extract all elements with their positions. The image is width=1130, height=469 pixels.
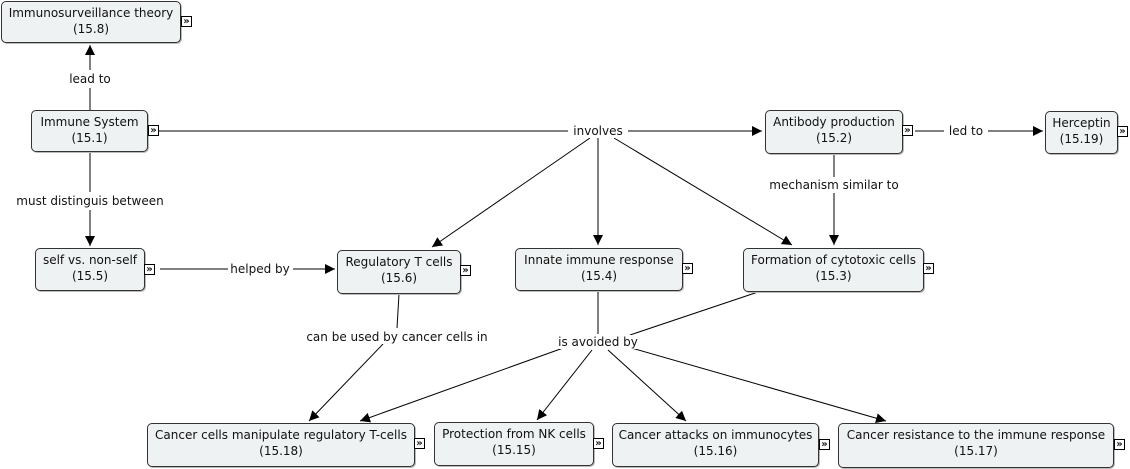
link-label-can-be-used: can be used by cancer cells in: [304, 330, 490, 344]
expand-icon[interactable]: »: [682, 263, 693, 274]
concept-title: Protection from NK cells: [442, 427, 586, 441]
link-label-led-to: led to: [946, 124, 986, 138]
concept-number: (15.3): [815, 269, 852, 283]
link-label-is-avoided-by: is avoided by: [556, 335, 640, 349]
edge-cytotoxic-to-avoided: [629, 291, 759, 336]
expand-icon[interactable]: »: [148, 125, 159, 136]
edge-avoided-to-manipulate: [359, 346, 567, 423]
expand-icon[interactable]: »: [414, 438, 425, 449]
concept-number: (15.19): [1059, 132, 1104, 146]
concept-cancer-cells-manipulate[interactable]: Cancer cells manipulate regulatory T-cel…: [147, 423, 415, 467]
concept-protection-from-nk-cells[interactable]: Protection from NK cells (15.15): [434, 422, 594, 466]
concept-innate-immune-response[interactable]: Innate immune response (15.4): [515, 248, 683, 291]
concept-formation-of-cytotoxic-cells[interactable]: Formation of cytotoxic cells (15.3): [743, 248, 924, 292]
link-label-involves: involves: [571, 124, 625, 138]
expand-icon[interactable]: »: [819, 439, 830, 450]
concept-herceptin[interactable]: Herceptin (15.19): [1045, 111, 1118, 154]
concept-title: Cancer attacks on immunocytes: [618, 428, 813, 442]
concept-number: (15.17): [954, 444, 998, 458]
concept-immune-system[interactable]: Immune System (15.1): [31, 110, 148, 152]
edge-regulatory-to-canbeused: [396, 293, 400, 329]
concept-number: (15.5): [71, 269, 109, 283]
concept-number: (15.2): [815, 131, 853, 145]
concept-antibody-production[interactable]: Antibody production (15.2): [765, 110, 903, 154]
concept-number: (15.8): [72, 22, 110, 36]
concept-cancer-attacks-on-immunocytes[interactable]: Cancer attacks on immunocytes (15.16): [612, 423, 819, 467]
concept-number: (15.15): [492, 443, 536, 457]
concept-title: Immune System: [40, 115, 139, 129]
edge-avoided-to-resistance: [627, 346, 887, 424]
link-label-must-distinguish: must distinguis between: [14, 194, 166, 208]
concept-immunosurveillance-theory[interactable]: Immunosurveillance theory (15.8): [1, 1, 181, 43]
expand-icon[interactable]: »: [902, 125, 913, 136]
concept-title: Herceptin: [1052, 116, 1111, 130]
expand-icon[interactable]: »: [1117, 126, 1128, 137]
concept-regulatory-t-cells[interactable]: Regulatory T cells (15.6): [337, 250, 461, 294]
concept-title: Regulatory T cells: [345, 255, 453, 269]
concept-self-vs-non-self[interactable]: self vs. non-self (15.5): [35, 248, 145, 291]
concept-number: (15.1): [71, 131, 108, 145]
edge-involves-to-cytotoxic: [613, 137, 793, 246]
link-label-lead-to: lead to: [67, 72, 113, 86]
expand-icon[interactable]: »: [181, 16, 192, 27]
edge-avoided-to-attacks: [607, 349, 687, 422]
expand-icon[interactable]: »: [923, 263, 934, 274]
concept-title: Cancer resistance to the immune response: [846, 428, 1106, 442]
expand-icon[interactable]: »: [144, 264, 155, 275]
concept-title: Innate immune response: [524, 253, 674, 267]
expand-icon[interactable]: »: [1114, 439, 1125, 450]
link-label-helped-by: helped by: [228, 262, 292, 276]
expand-icon[interactable]: »: [593, 438, 604, 449]
link-label-mechanism: mechanism similar to: [767, 178, 901, 192]
concept-number: (15.16): [693, 444, 738, 458]
concept-title: Cancer cells manipulate regulatory T-cel…: [155, 428, 407, 442]
concept-number: (15.18): [259, 444, 303, 458]
concept-cancer-resistance[interactable]: Cancer resistance to the immune response…: [838, 423, 1114, 468]
expand-icon[interactable]: »: [460, 265, 471, 276]
edge-involves-to-regulatory: [431, 137, 591, 248]
concept-title: Antibody production: [773, 115, 895, 129]
concept-number: (15.6): [380, 271, 418, 285]
concept-title: Formation of cytotoxic cells: [751, 253, 916, 267]
edge-canbeused-to-manipulate: [308, 343, 384, 422]
concept-number: (15.4): [580, 269, 618, 283]
edge-avoided-to-nk: [536, 349, 593, 421]
concept-title: self vs. non-self: [42, 253, 138, 267]
concept-title: Immunosurveillance theory: [8, 6, 174, 20]
